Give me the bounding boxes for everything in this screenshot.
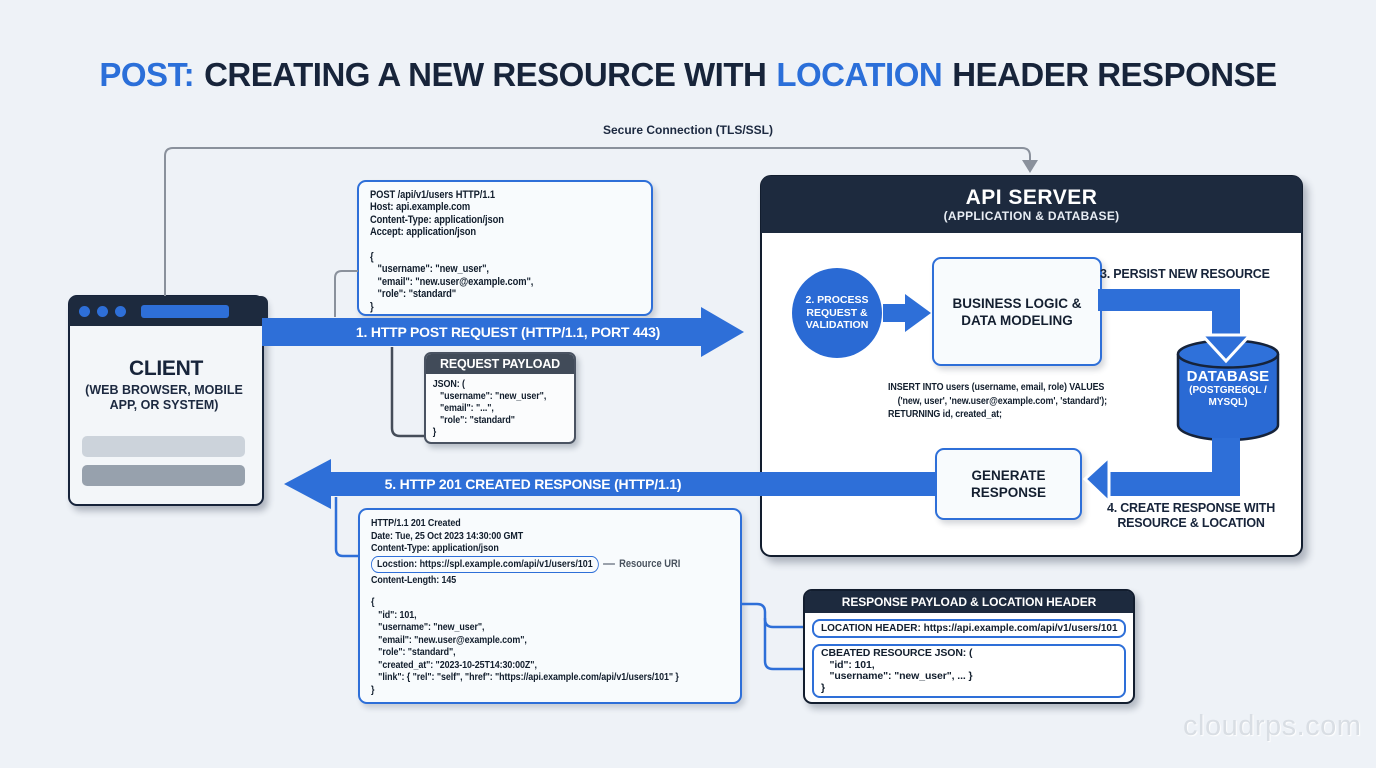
created-json-connector — [763, 618, 803, 671]
secure-connection-arrowhead — [1022, 160, 1038, 173]
api-server-title: API SERVER — [965, 186, 1098, 209]
request-payload-code: JSON: ( "username": "new_user", "email":… — [432, 378, 547, 438]
window-dot-icon — [115, 305, 126, 317]
api-server-subtitle: (APPLICATION & DATABASE) — [943, 209, 1120, 223]
placeholder-bar — [82, 465, 245, 486]
request-payload-connector — [390, 347, 424, 438]
process-validation-circle: 2. PROCESS REQUEST & VALIDATION — [792, 268, 882, 358]
business-logic-label: BUSINESS LOGIC & DATA MODELING — [952, 295, 1082, 328]
api-server-header: API SERVER (APPLICATION & DATABASE) — [761, 176, 1302, 233]
created-resource-json-box: CBEATED RESOURCE JSON: ( "id": 101, "use… — [812, 644, 1126, 698]
database-label: DATABASE (POSTGREбQL / MYSQL) — [1174, 368, 1282, 409]
browser-titlebar — [69, 296, 268, 326]
database-subtitle: (POSTGREбQL / MYSQL) — [1189, 385, 1267, 408]
http-201-arrow-label: 5. HTTP 201 CREATED RESPONSE (HTTP/1.1) — [384, 476, 682, 492]
page-title: POST: CREATING A NEW RESOURCE WITH LOCAT… — [0, 56, 1376, 94]
http-response-box: HTTP/1.1 201 Created Date: Tue, 25 Oct 2… — [358, 508, 742, 704]
location-header-row: Locstion: https://spl.example.com/api/v1… — [371, 555, 727, 573]
location-header-value-box: LOCATION HEADER: https://api.example.com… — [812, 619, 1126, 638]
persist-step-label: 3. PERSIST NEW RESOURCE — [1100, 267, 1270, 281]
resource-uri-label: Resource URI — [619, 558, 681, 570]
response-payload-header: RESPONSE PAYLOAD & LOCATION HEADER — [805, 591, 1133, 613]
database-title: DATABASE — [1186, 368, 1270, 385]
client-title: CLIENT — [128, 357, 204, 380]
window-dot-icon — [97, 305, 108, 317]
generate-response-label: GENERATE RESPONSE — [970, 468, 1047, 500]
response-headers-top: HTTP/1.1 201 Created Date: Tue, 25 Oct 2… — [371, 517, 524, 554]
title-rest: HEADER RESPONSE — [952, 56, 1277, 93]
sql-statement: INSERT INTO users (username, email, role… — [888, 381, 1108, 420]
database-cylinder: DATABASE (POSTGREбQL / MYSQL) — [1174, 336, 1282, 444]
business-logic-box: BUSINESS LOGIC & DATA MODELING — [932, 257, 1102, 366]
location-header-connector — [742, 602, 803, 629]
client-box: CLIENT (WEB BROWSER, MOBILE APP, OR SYST… — [68, 295, 268, 506]
response-json-body: { "id": 101, "username": "new_user", "em… — [371, 596, 679, 696]
response-box-connector — [334, 497, 358, 558]
http-request-box: POST /api/v1/users HTTP/1.1 Host: api.ex… — [357, 180, 653, 316]
client-subtitle: (WEB BROWSER, MOBILE APP, OR SYSTEM) — [85, 383, 243, 412]
placeholder-bar — [82, 436, 245, 457]
http-request-code: POST /api/v1/users HTTP/1.1 Host: api.ex… — [370, 189, 534, 313]
create-response-step-label: 4. CREATE RESPONSE WITH RESOURCE & LOCAT… — [1106, 501, 1276, 530]
response-payload-box: RESPONSE PAYLOAD & LOCATION HEADER LOCAT… — [803, 589, 1135, 704]
secure-connection-label: Secure Connection (TLS/SSL) — [602, 123, 773, 137]
address-bar — [141, 304, 229, 318]
request-payload-box: REQUEST PAYLOAD JSON: ( "username": "new… — [424, 352, 576, 444]
http-post-arrow-label: 1. HTTP POST REQUEST (HTTP/1.1, PORT 443… — [355, 324, 661, 340]
created-resource-json: CBEATED RESOURCE JSON: ( "id": 101, "use… — [821, 647, 973, 694]
request-box-connector — [334, 270, 358, 317]
request-payload-header: REQUEST PAYLOAD — [426, 354, 574, 374]
generate-response-box: GENERATE RESPONSE — [935, 448, 1082, 520]
title-middle: CREATING A NEW RESOURCE WITH — [204, 56, 767, 93]
callout-line — [602, 563, 615, 565]
title-post: POST: — [99, 56, 195, 93]
response-content-length: Content-Length: 145 — [371, 573, 457, 586]
window-dot-icon — [79, 305, 90, 317]
watermark: cloudrps.com — [1183, 710, 1362, 742]
title-location: LOCATION — [776, 56, 943, 93]
location-header-highlight: Locstion: https://spl.example.com/api/v1… — [371, 555, 599, 573]
